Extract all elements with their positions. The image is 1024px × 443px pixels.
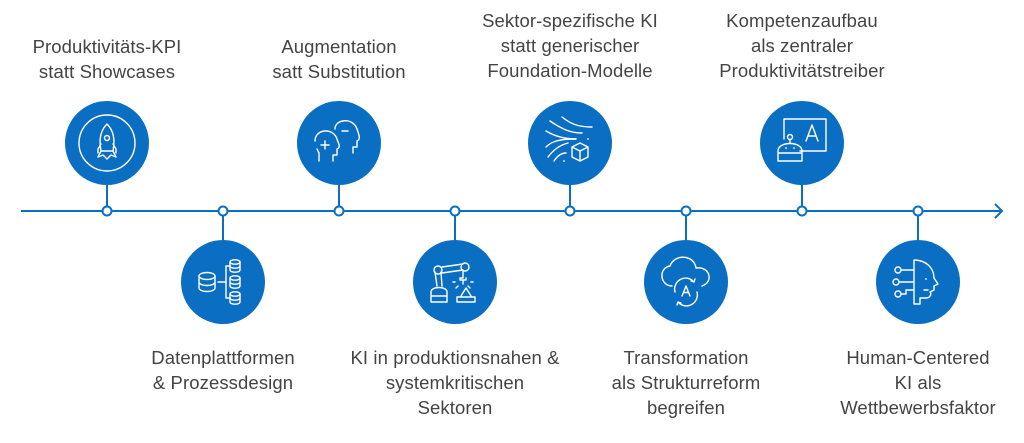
milestone-label: Transformation als Strukturreform begrei… — [611, 347, 761, 418]
milestone-7 — [760, 101, 844, 217]
milestone-label: Datenplattformen & Prozessdesign — [151, 347, 295, 393]
rocket-icon — [78, 114, 136, 172]
timeline-node — [333, 205, 345, 217]
milestone-1 — [65, 101, 149, 217]
robot-arm-icon — [430, 262, 476, 303]
milestone-label: Produktivitäts-KPI statt Showcases — [32, 36, 182, 82]
milestone-5 — [528, 101, 612, 217]
cloud-cycle-icon — [661, 256, 710, 307]
milestone-icon-circle — [528, 101, 612, 185]
milestone-4 — [413, 205, 497, 324]
milestone-2 — [181, 205, 265, 324]
milestone-icon-circle — [65, 101, 149, 185]
milestone-icon-circle — [760, 101, 844, 185]
ai-head-icon — [892, 259, 939, 305]
heads-plus-minus-icon — [314, 120, 360, 162]
milestone-8 — [876, 205, 960, 324]
robot-teacher-icon — [777, 118, 827, 162]
timeline-node — [680, 205, 692, 217]
timeline-node — [796, 205, 808, 217]
timeline-node — [101, 205, 113, 217]
milestone-label: Sektor-spezifische KI statt generischer … — [482, 10, 658, 81]
milestone-6 — [644, 205, 728, 324]
milestone-label: KI in produktionsnahen & systemkritische… — [350, 347, 560, 418]
database-network-icon — [198, 259, 241, 305]
timeline-node — [912, 205, 924, 217]
milestone-label: Augmentation satt Substitution — [272, 36, 406, 82]
timeline-node — [449, 205, 461, 217]
data-flow-cube-icon — [545, 116, 593, 162]
milestone-icon-circle — [644, 240, 728, 324]
milestone-3 — [297, 101, 381, 217]
milestone-label: Kompetenzaufbau als zentraler Produktivi… — [719, 10, 885, 81]
milestone-icon-circle — [876, 240, 960, 324]
timeline-node — [564, 205, 576, 217]
timeline-node — [217, 205, 229, 217]
timeline-arrow-head — [994, 203, 1004, 219]
milestone-label: Human-Centered KI als Wettbewerbsfaktor — [840, 347, 996, 418]
